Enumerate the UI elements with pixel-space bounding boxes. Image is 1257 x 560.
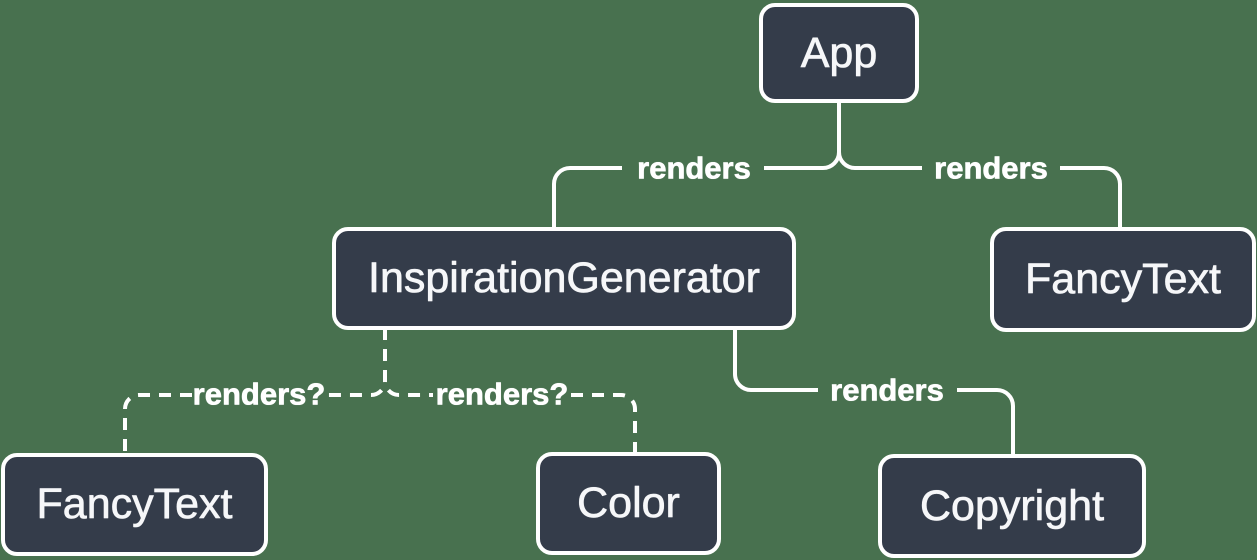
- edge-app-fancytext-segment-2: [1060, 166, 1122, 229]
- node-fancy-text-top: FancyText: [990, 227, 1256, 332]
- edge-inspirationgenerator-copyright-segment-2: [957, 388, 1015, 456]
- node-app-label: App: [800, 28, 878, 77]
- edge-label-inspirationgenerator-copyright: renders: [830, 372, 944, 408]
- node-copyright: Copyright: [878, 454, 1146, 558]
- edge-label-app-fancytext: renders: [934, 150, 1048, 186]
- node-color-label: Color: [577, 479, 680, 528]
- edge-inspirationgenerator-color-segment-2: [571, 393, 637, 454]
- node-fancy-text-bottom: FancyText: [1, 453, 268, 556]
- edge-app-fancytext-segment-1: [837, 101, 922, 170]
- node-inspiration-generator-label: InspirationGenerator: [368, 254, 761, 303]
- node-inspiration-generator: InspirationGenerator: [332, 227, 796, 330]
- node-color: Color: [536, 452, 721, 555]
- node-fancy-text-top-label: FancyText: [1025, 255, 1222, 304]
- node-fancy-text-bottom-label: FancyText: [36, 480, 233, 529]
- edge-inspirationgenerator-fancytext-segment-1: [327, 328, 387, 397]
- edge-app-inspirationgenerator-segment-1: [764, 101, 841, 170]
- edge-inspirationgenerator-color-segment-1: [383, 328, 433, 397]
- edge-label-app-inspirationgenerator: renders: [637, 150, 751, 186]
- edge-inspirationgenerator-copyright-segment-1: [733, 328, 818, 392]
- node-copyright-label: Copyright: [919, 481, 1105, 530]
- edge-label-inspirationgenerator-fancytext: renders?: [192, 376, 326, 412]
- edge-inspirationgenerator-fancytext-segment-2: [123, 393, 192, 455]
- edge-app-inspirationgenerator-segment-2: [552, 166, 622, 229]
- node-app: App: [759, 3, 919, 103]
- edge-label-inspirationgenerator-color: renders?: [435, 376, 569, 412]
